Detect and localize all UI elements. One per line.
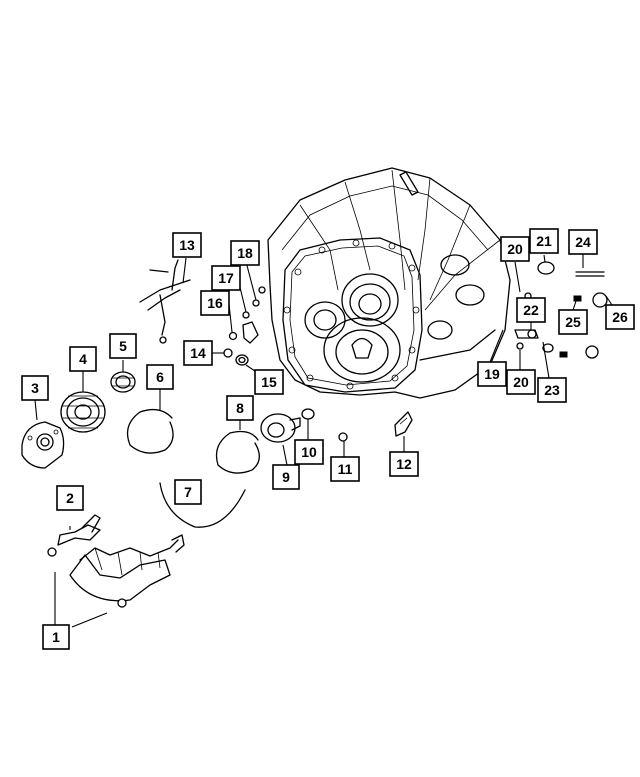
callout-23: 23 xyxy=(537,377,567,403)
part-14-nut xyxy=(223,348,233,358)
callout-16: 16 xyxy=(200,290,230,316)
svg-text:16: 16 xyxy=(207,295,223,311)
svg-text:11: 11 xyxy=(338,461,353,477)
svg-text:24: 24 xyxy=(575,234,591,250)
callout-17: 17 xyxy=(211,265,241,291)
callout-18: 18 xyxy=(230,240,260,266)
callout-19: 19 xyxy=(477,361,507,387)
svg-text:26: 26 xyxy=(612,309,628,325)
svg-text:19: 19 xyxy=(484,366,500,382)
callout-6: 6 xyxy=(146,364,174,390)
svg-text:5: 5 xyxy=(119,338,127,354)
callout-3: 3 xyxy=(21,375,49,401)
callout-12: 12 xyxy=(389,451,419,477)
callout-2: 2 xyxy=(56,485,84,511)
part-4-gear xyxy=(60,391,106,433)
svg-text:17: 17 xyxy=(218,270,234,286)
callout-5: 5 xyxy=(109,333,137,359)
part-6-snap-ring xyxy=(126,408,174,454)
svg-text:7: 7 xyxy=(184,484,192,500)
bell-housing-part xyxy=(267,167,511,399)
callout-25: 25 xyxy=(558,309,588,335)
part-10-o-ring xyxy=(301,408,315,420)
svg-text:14: 14 xyxy=(190,345,206,361)
svg-text:12: 12 xyxy=(396,456,412,472)
leader-lines xyxy=(34,253,613,628)
callout-21: 21 xyxy=(529,228,559,254)
svg-text:1: 1 xyxy=(52,629,60,645)
part-2-bracket xyxy=(47,514,185,557)
svg-text:20: 20 xyxy=(507,241,523,257)
part-5-bearing xyxy=(110,371,136,393)
part-8-snap-ring xyxy=(215,430,260,474)
svg-text:13: 13 xyxy=(179,237,195,253)
callout-26: 26 xyxy=(605,304,635,330)
part-13-fork xyxy=(139,259,191,344)
part-7-seal xyxy=(159,482,246,528)
svg-text:20: 20 xyxy=(513,374,529,390)
part-1-shield xyxy=(69,539,179,608)
callout-4: 4 xyxy=(69,346,97,372)
part-11-plug xyxy=(338,432,348,442)
svg-text:15: 15 xyxy=(261,374,277,390)
svg-text:23: 23 xyxy=(544,382,560,398)
part-9-retainer xyxy=(260,413,301,443)
svg-text:3: 3 xyxy=(31,380,39,396)
part-3-cover xyxy=(21,421,65,469)
svg-text:9: 9 xyxy=(282,469,290,485)
callout-1: 1 xyxy=(42,624,70,650)
part-15-bushing xyxy=(235,354,249,366)
svg-text:8: 8 xyxy=(236,400,244,416)
callout-10: 10 xyxy=(294,439,324,465)
part-12-bracket xyxy=(394,411,413,437)
svg-text:6: 6 xyxy=(156,369,164,385)
callout-15: 15 xyxy=(254,369,284,395)
callout-20-upper: 20 xyxy=(500,236,530,262)
svg-text:21: 21 xyxy=(536,233,552,249)
callout-20-lower: 20 xyxy=(506,369,536,395)
svg-text:22: 22 xyxy=(523,302,539,318)
svg-text:10: 10 xyxy=(301,444,317,460)
callout-7: 7 xyxy=(174,479,202,505)
callout-9: 9 xyxy=(272,464,300,490)
svg-text:18: 18 xyxy=(237,245,253,261)
callout-8: 8 xyxy=(226,395,254,421)
callout-13: 13 xyxy=(172,232,202,258)
parts-16-17-18-hardware xyxy=(228,286,266,344)
svg-text:2: 2 xyxy=(66,490,74,506)
callout-11: 11 xyxy=(330,456,360,482)
svg-text:25: 25 xyxy=(565,314,581,330)
callout-22: 22 xyxy=(516,297,546,323)
callout-14: 14 xyxy=(183,340,213,366)
svg-text:4: 4 xyxy=(79,351,87,367)
callout-24: 24 xyxy=(568,229,598,255)
